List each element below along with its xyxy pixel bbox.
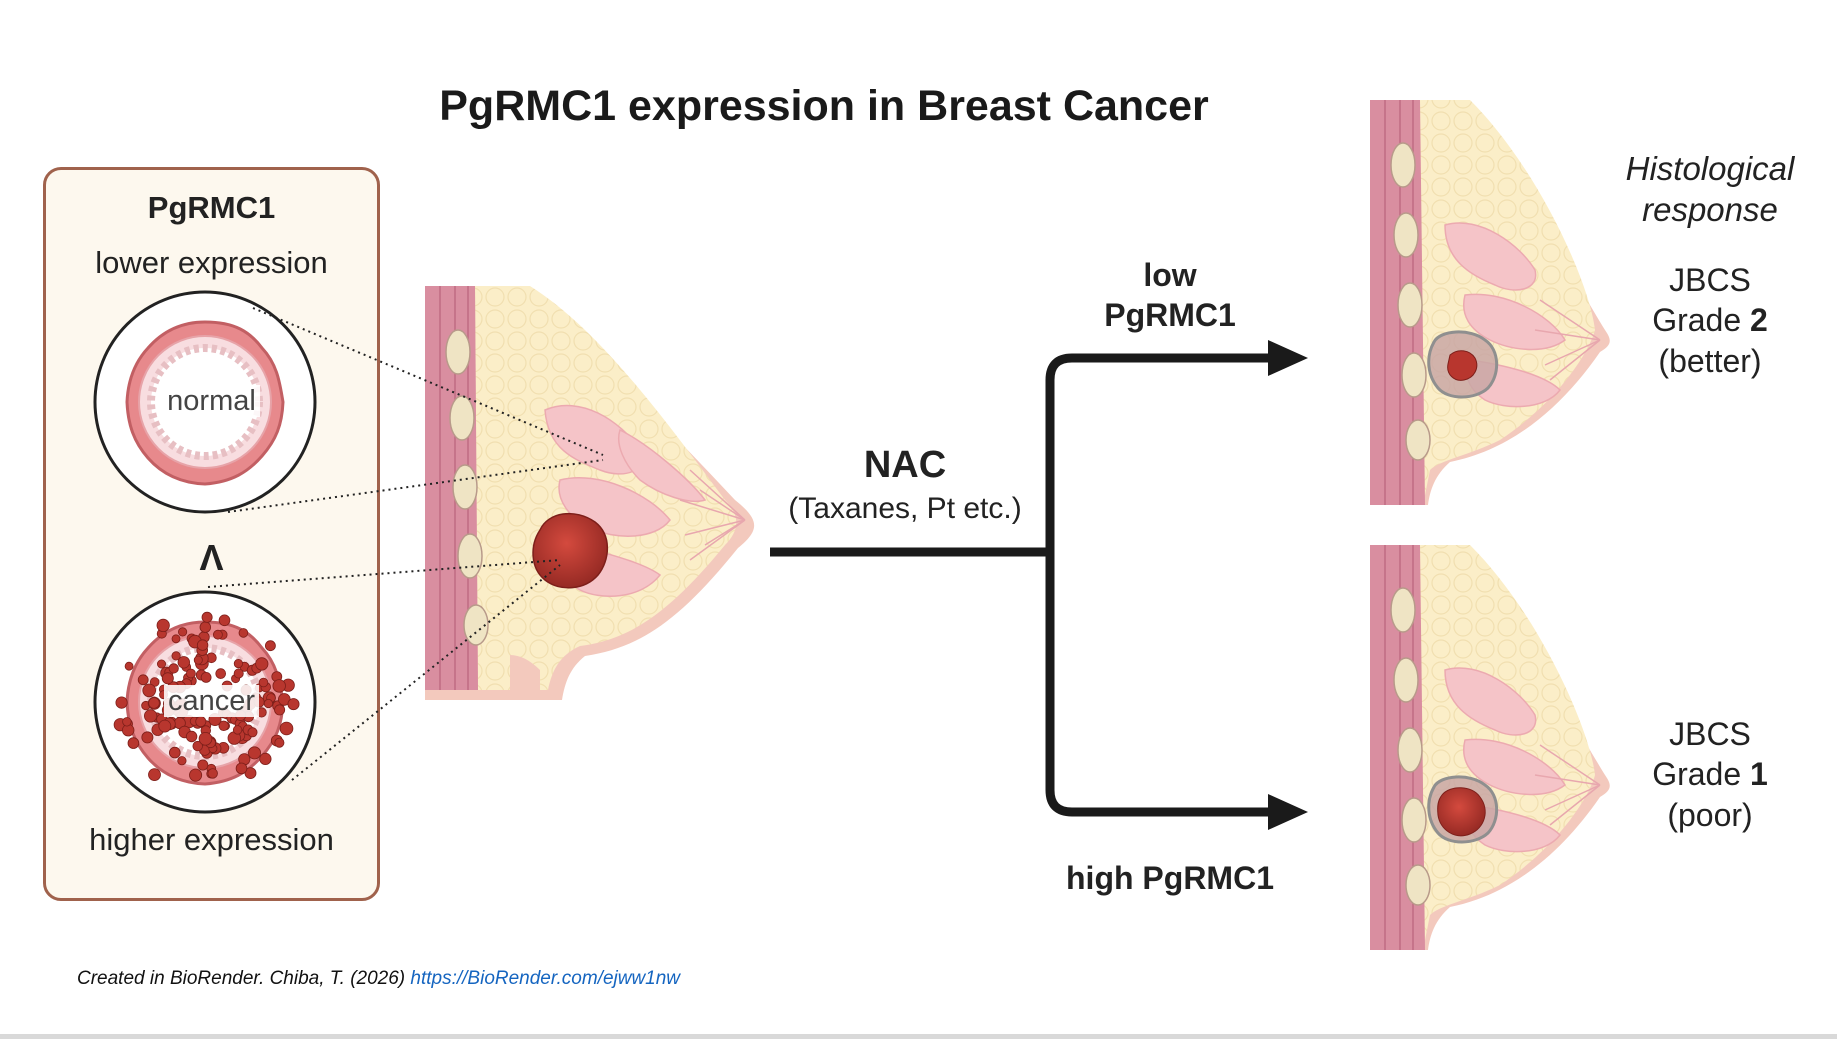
comparison-symbol: Λ [199,537,224,578]
cancer-cell-dot [171,651,181,661]
cancer-cell-dot [244,767,257,779]
cancer-cell-dot [195,716,207,728]
cancer-cell-dot [185,730,198,743]
cancer-cell-dot [238,628,249,638]
cancer-cell-dot [189,768,203,782]
cancer-cell-dot [149,677,160,687]
cancer-cell-dot [274,704,286,716]
cancer-cell-dot [127,737,140,749]
lower-expression-label: lower expression [95,245,328,280]
treatment-name: NAC [863,444,947,486]
cancer-cell-dot [169,746,181,759]
cancer-cell-dot [200,672,212,683]
cancer-cell-dot [178,627,188,637]
cancer-cell-dot [156,659,166,669]
page-title: PgRMC1 expression in Breast Cancer [439,82,1209,130]
cancer-cell-dot [198,731,213,746]
cancer-cell-dot [158,719,172,733]
cancer-cell-dot [148,768,161,781]
higher-expression-label: higher expression [89,822,334,857]
cancer-cell-dot [192,740,203,752]
cancer-cell-dot [196,639,209,651]
cancer-cell-dot [156,618,170,633]
cancer-cell-dot [279,721,294,736]
cancer-cell-dot [201,611,213,623]
zoom-connector-lines [207,307,604,781]
cancer-cell-dot [259,752,272,766]
cancer-cell-dot [137,674,149,686]
poor-jbcs-label: JBCS [1669,716,1751,752]
arrow-head-high [1268,794,1308,830]
response-heading-line2: response [1642,191,1778,228]
cancer-cell-dot [142,683,157,698]
cancer-cell-dot [177,756,187,766]
cancer-cell-dot [212,629,223,640]
better-outcome-label: (better) [1658,343,1762,379]
cancer-cell-dot [197,759,209,771]
cancer-cell-dot [207,768,218,779]
nac-flow-arrows [770,353,1272,817]
treatment-detail: (Taxanes, Pt etc.) [788,492,1022,525]
cancer-cell-dot [144,709,158,723]
normal-cell-label: normal [163,385,260,417]
breast-better-response [1370,100,1610,505]
cancer-cell-dot [274,737,285,748]
cancer-cell-dot [247,746,261,760]
better-grade-label: Grade 2 [1600,302,1820,339]
better-grade-prefix: Grade [1652,302,1751,338]
cancer-cell-dot [233,658,243,669]
better-grade-value: 2 [1750,302,1768,338]
cancer-cell-dot [218,720,229,732]
low-branch-label-line2: PgRMC1 [1104,297,1236,333]
cancer-cell-dot [141,731,154,744]
cancer-cell-dot [185,668,196,679]
biorender-link[interactable]: https://BioRender.com/ejww1nw [410,968,681,989]
cancer-cell-dot [148,697,160,709]
high-branch-label: high PgRMC1 [1066,860,1274,896]
cancer-cell-dot [287,698,300,711]
arrow-head-low [1268,340,1308,376]
cancer-cell-dot [272,679,286,693]
low-branch-label-line1: low [1143,257,1197,293]
cancer-cell-dot [177,656,191,669]
cancer-cell-dot [124,661,134,671]
poor-grade-value: 1 [1750,756,1768,792]
response-heading-line1: Histological [1625,150,1795,187]
cancer-cell-label: cancer [163,685,260,717]
cancer-cell-dot [264,640,276,652]
cancer-cell-dot [235,762,248,775]
cancer-cell-dot [247,727,258,738]
poor-outcome-label: (poor) [1667,797,1753,833]
poor-grade-prefix: Grade [1652,756,1751,792]
cancer-cell-dot [215,668,227,679]
cancer-cell-dot [263,698,273,709]
cancer-cell-dot [168,663,179,674]
cancer-cell-dot [193,655,203,665]
better-jbcs-label: JBCS [1669,262,1751,298]
cancer-cell-dot [115,696,128,709]
cancer-cell-dot [232,725,243,735]
cancer-cell-dot [199,621,212,633]
breast-with-tumor [425,286,755,700]
cancer-cell-dot [161,672,174,685]
cancer-cell-dot [233,668,244,679]
cancer-cell-dot [258,677,269,688]
cancer-cell-dot [171,634,181,644]
cancer-cell-dot [255,657,269,671]
attribution-caption: Created in BioRender. Chiba, T. (2026) h… [77,968,680,990]
cancer-cell-dot [122,717,132,727]
caption-text: Created in BioRender. Chiba, T. (2026) [77,968,411,989]
cancer-cell-dot [218,614,231,627]
poor-grade-label: Grade 1 [1600,756,1820,793]
bottom-divider [0,1034,1837,1039]
breast-poor-response [1370,545,1610,950]
legend-heading: PgRMC1 [147,190,276,225]
